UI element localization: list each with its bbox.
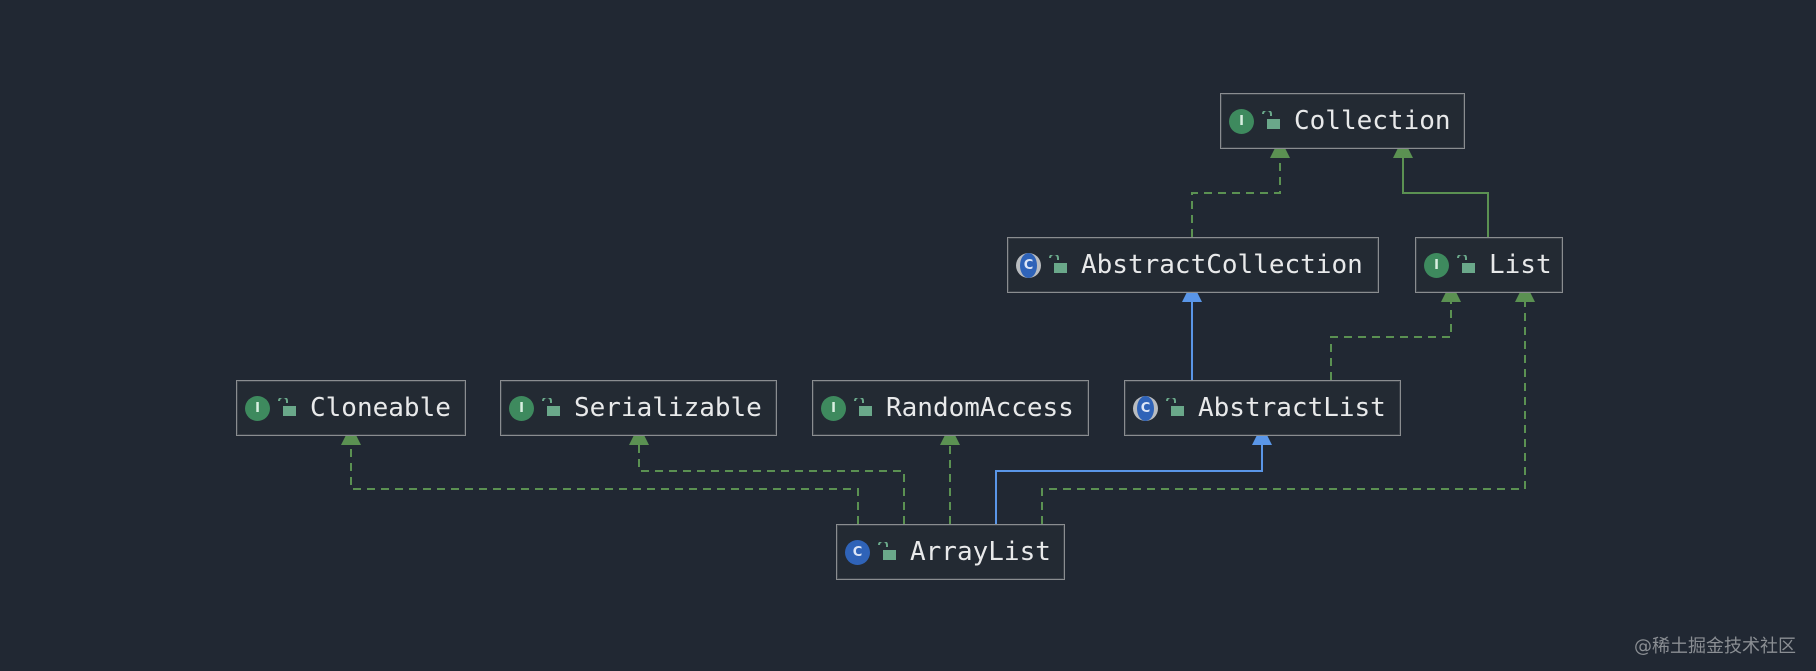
- node-label: Cloneable: [310, 393, 451, 423]
- node-list[interactable]: I List: [1415, 237, 1563, 293]
- unlocked-padlock-icon: [278, 398, 296, 416]
- node-cloneable[interactable]: I Cloneable: [236, 380, 466, 436]
- edge-array-list-to-abstract-list: [995, 445, 1263, 524]
- edge-abstract-list-to-list: [1330, 302, 1452, 380]
- node-label: List: [1489, 250, 1552, 280]
- edge-array-list-to-list: [1041, 302, 1526, 524]
- unlocked-padlock-icon: [542, 398, 560, 416]
- unlocked-padlock-icon: [1166, 398, 1184, 416]
- interface-badge-icon: I: [245, 395, 270, 421]
- unlocked-padlock-icon: [1457, 255, 1475, 273]
- node-serializable[interactable]: I Serializable: [500, 380, 777, 436]
- unlocked-padlock-icon: [854, 398, 872, 416]
- node-label: Collection: [1294, 106, 1451, 136]
- edge-array-list-to-serializable: [638, 445, 905, 524]
- watermark: @稀土掘金技术社区: [1634, 636, 1796, 657]
- unlocked-padlock-icon: [1262, 111, 1280, 129]
- interface-badge-icon: I: [821, 395, 846, 421]
- node-label: RandomAccess: [886, 393, 1074, 423]
- edge-abstract-collection-to-collection: [1191, 158, 1281, 237]
- node-label: AbstractCollection: [1081, 250, 1363, 280]
- interface-badge-icon: I: [1229, 108, 1254, 134]
- node-abstract-list[interactable]: C AbstractList: [1124, 380, 1401, 436]
- node-collection[interactable]: I Collection: [1220, 93, 1465, 149]
- unlocked-padlock-icon: [878, 542, 896, 560]
- unlocked-padlock-icon: [1049, 255, 1067, 273]
- interface-badge-icon: I: [1424, 252, 1449, 278]
- node-label: Serializable: [574, 393, 762, 423]
- interface-badge-icon: I: [509, 395, 534, 421]
- abstract-class-badge-icon: C: [1133, 395, 1158, 421]
- edge-list-to-collection: [1402, 158, 1489, 237]
- node-label: ArrayList: [910, 537, 1051, 567]
- class-badge-icon: C: [845, 539, 870, 565]
- edge-array-list-to-cloneable: [350, 445, 859, 524]
- node-array-list[interactable]: C ArrayList: [836, 524, 1065, 580]
- node-label: AbstractList: [1198, 393, 1386, 423]
- abstract-class-badge-icon: C: [1016, 252, 1041, 278]
- node-random-access[interactable]: I RandomAccess: [812, 380, 1089, 436]
- node-abstract-collection[interactable]: C AbstractCollection: [1007, 237, 1379, 293]
